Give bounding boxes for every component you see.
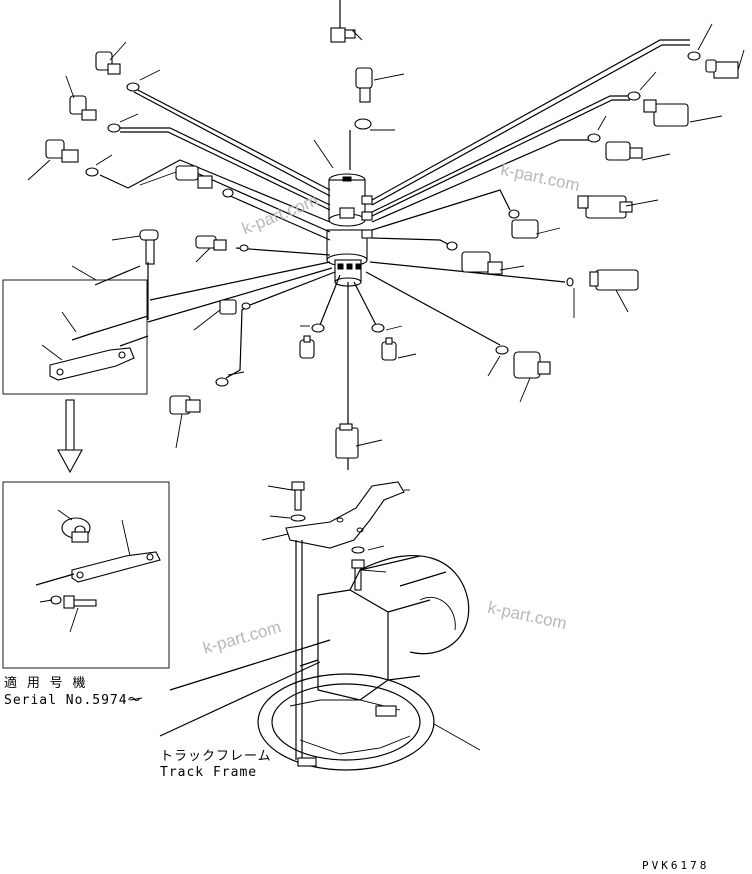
right-fittings	[461, 49, 745, 313]
lower-pipes	[147, 261, 509, 425]
track-frame-label-en: Track Frame	[160, 765, 258, 780]
serial-leader	[129, 697, 143, 701]
left-clamp	[71, 229, 159, 320]
serial-label-jp: 適 用 号 機	[4, 676, 87, 691]
bracket-assembly	[261, 481, 410, 591]
detail-box-upper	[2, 279, 149, 395]
lower-fittings	[169, 299, 551, 470]
swivel-joint	[326, 173, 373, 287]
left-fittings	[27, 41, 331, 263]
drawing-code: PVK6178	[642, 859, 710, 872]
left-upper-pipes	[85, 69, 331, 241]
serial-label-en: Serial No.5974～	[4, 693, 142, 708]
track-frame-label-jp: トラックフレーム	[160, 749, 272, 764]
top-pipe	[313, 0, 405, 170]
detail-box-lower	[2, 481, 170, 669]
track-frame	[159, 540, 481, 771]
right-pipes	[369, 23, 713, 318]
detail-arrow	[57, 399, 83, 474]
